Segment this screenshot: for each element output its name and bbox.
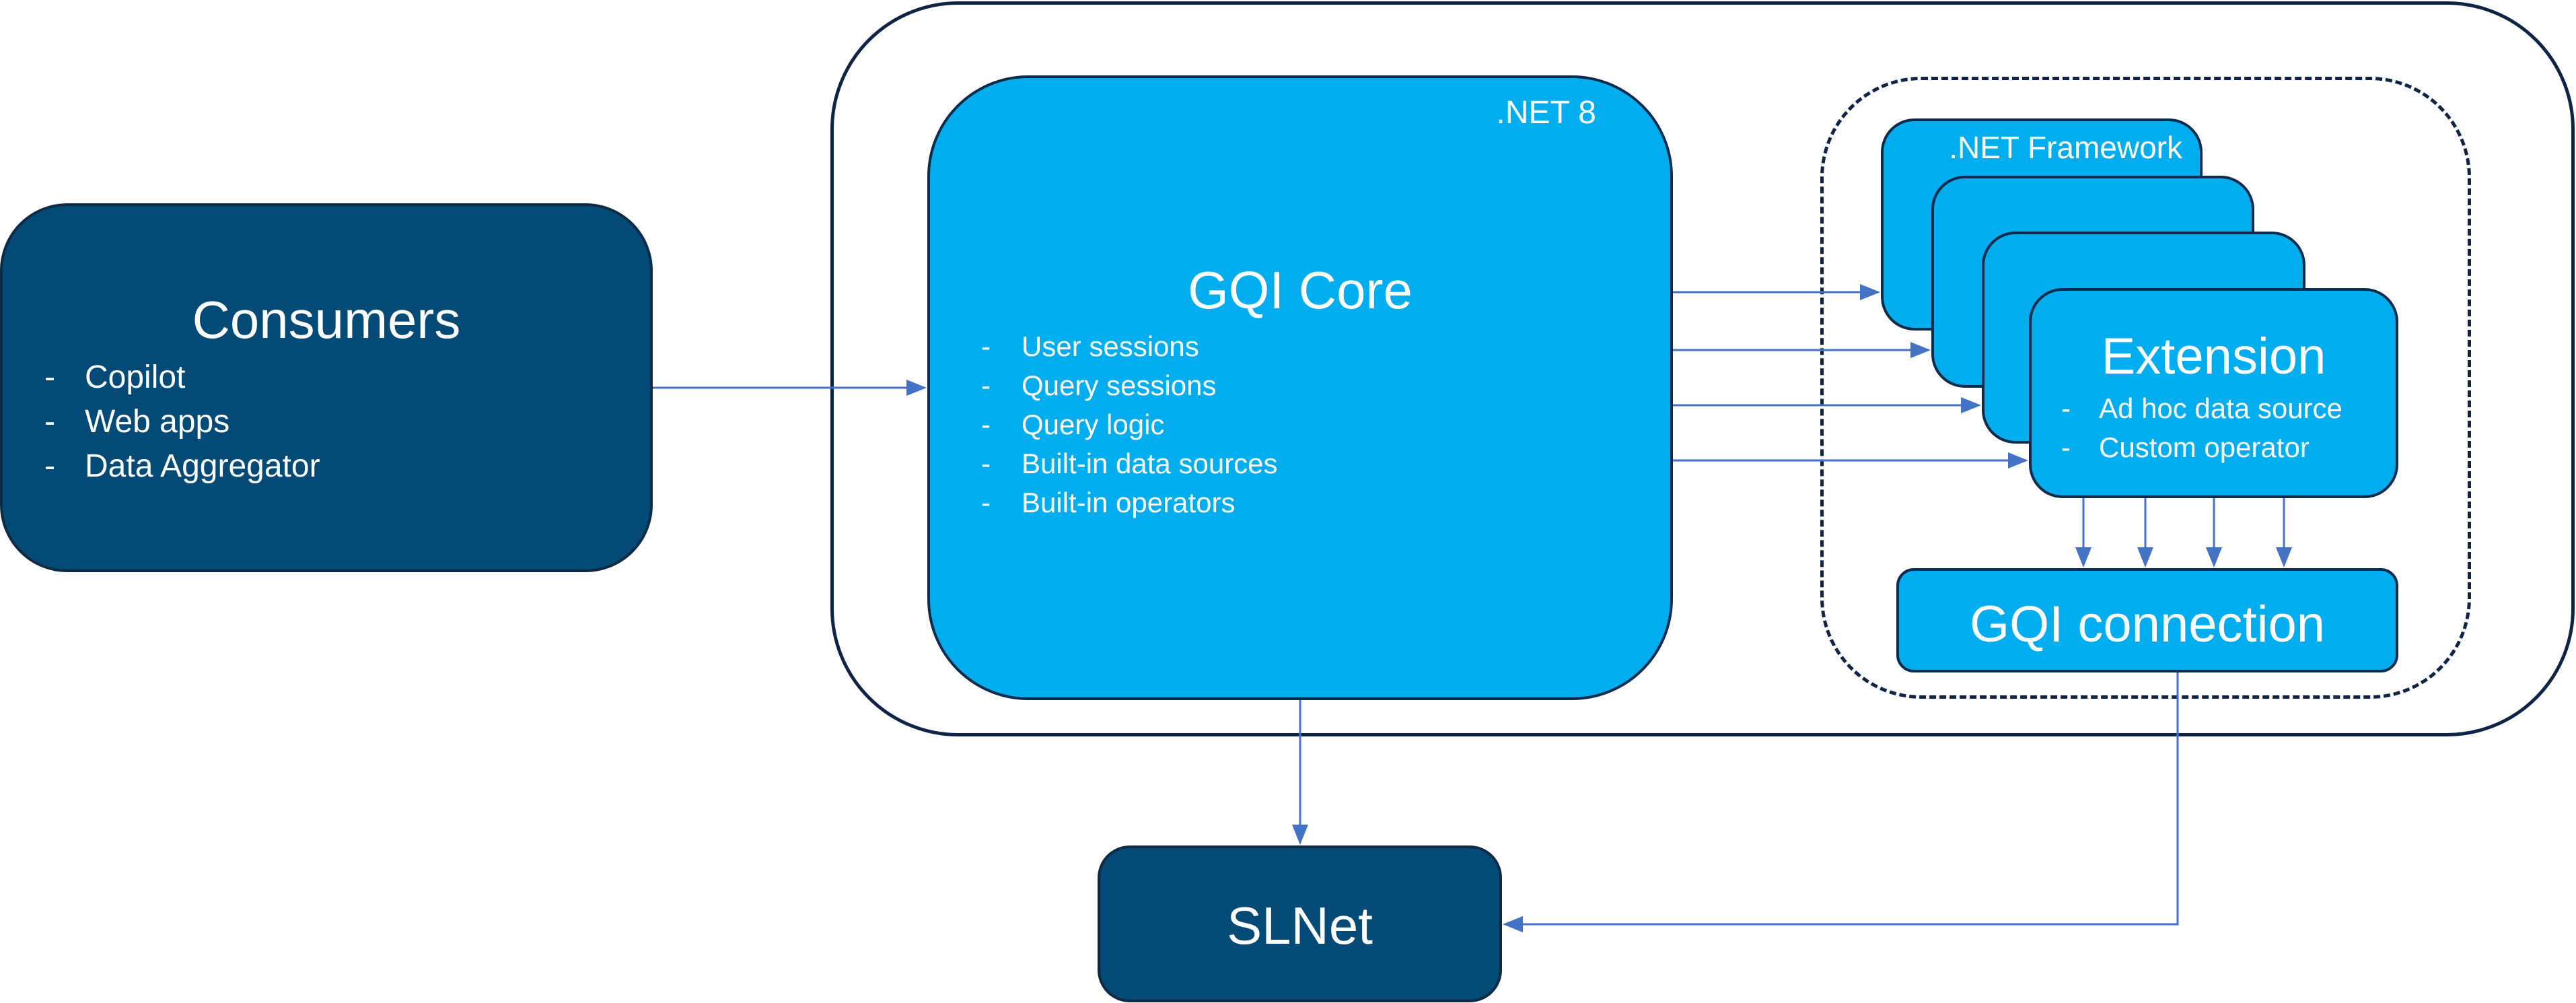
- consumers-box: Consumers Copilot Web apps Data Aggregat…: [0, 203, 653, 572]
- gqi-core-box: .NET 8 GQI Core User sessions Query sess…: [927, 75, 1673, 700]
- core-item: Built-in data sources: [978, 444, 1278, 483]
- core-list: User sessions Query sessions Query logic…: [978, 327, 1278, 522]
- core-title: GQI Core: [1188, 261, 1412, 320]
- extension-item: Ad hoc data source: [2059, 389, 2342, 428]
- extension-runtime-tag: .NET Framework: [1949, 130, 2182, 165]
- extension-card-front: Extension Ad hoc data source Custom oper…: [2029, 288, 2398, 498]
- gqi-connection-title: GQI connection: [1969, 596, 2326, 653]
- consumer-item: Data Aggregator: [42, 444, 320, 489]
- slnet-box: SLNet: [1098, 845, 1502, 1002]
- extension-title: Extension: [2101, 328, 2326, 385]
- extension-list: Ad hoc data source Custom operator: [2059, 389, 2342, 467]
- gqi-connection-box: GQI connection: [1896, 568, 2398, 672]
- core-item: Query logic: [978, 405, 1278, 444]
- core-runtime-tag: .NET 8: [1496, 95, 1597, 131]
- core-item: Built-in operators: [978, 483, 1278, 522]
- consumers-list: Copilot Web apps Data Aggregator: [42, 355, 320, 489]
- core-item: Query sessions: [978, 366, 1278, 405]
- consumer-item: Copilot: [42, 355, 320, 400]
- consumer-item: Web apps: [42, 400, 320, 444]
- consumers-title: Consumers: [192, 290, 461, 349]
- core-item: User sessions: [978, 327, 1278, 366]
- extension-item: Custom operator: [2059, 428, 2342, 467]
- slnet-title: SLNet: [1227, 896, 1373, 955]
